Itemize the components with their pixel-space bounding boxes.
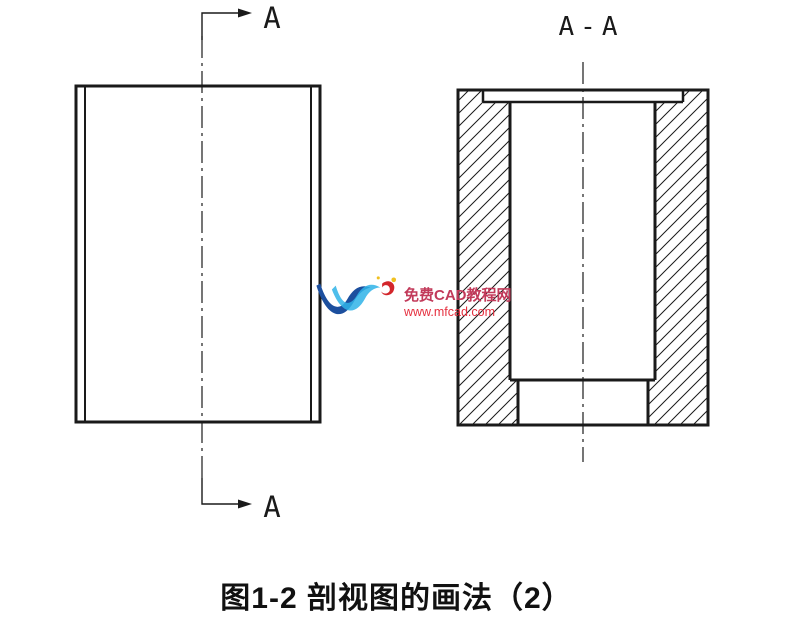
section-arrow-label-bottom: A <box>263 490 281 524</box>
hatch-right-wall <box>648 90 708 425</box>
section-view-title: A-A <box>558 12 624 42</box>
hatch-left-wall <box>458 90 518 425</box>
cutting-line-bottom-elbow <box>201 478 240 505</box>
section-view-outline <box>456 88 710 427</box>
cutting-line-top-elbow <box>201 12 240 40</box>
watermark-text-block: 免费CAD教程网 www.mfcad.com <box>404 287 512 320</box>
logo-wave-dark <box>316 283 371 315</box>
watermark-site-url: www.mfcad.com <box>404 304 495 319</box>
logo-spark-yellow-2 <box>376 276 380 280</box>
section-arrow-label-top: A <box>263 1 281 35</box>
logo-swirl-red <box>381 281 395 296</box>
logo-spark-yellow <box>391 277 397 283</box>
watermark-site-name: 免费CAD教程网 <box>404 286 512 304</box>
watermark: 免费CAD教程网 www.mfcad.com <box>312 274 512 332</box>
figure-caption: 图1-2 剖视图的画法（2） <box>220 582 573 615</box>
section-view <box>456 62 710 462</box>
section-arrow-bottom-icon <box>238 499 252 509</box>
front-view-outline <box>74 84 322 424</box>
front-view <box>74 84 322 424</box>
section-arrow-top-icon <box>238 8 252 18</box>
logo-wave-cyan <box>331 284 381 311</box>
cutting-plane <box>201 8 252 509</box>
mfcad-logo-icon <box>316 276 397 315</box>
